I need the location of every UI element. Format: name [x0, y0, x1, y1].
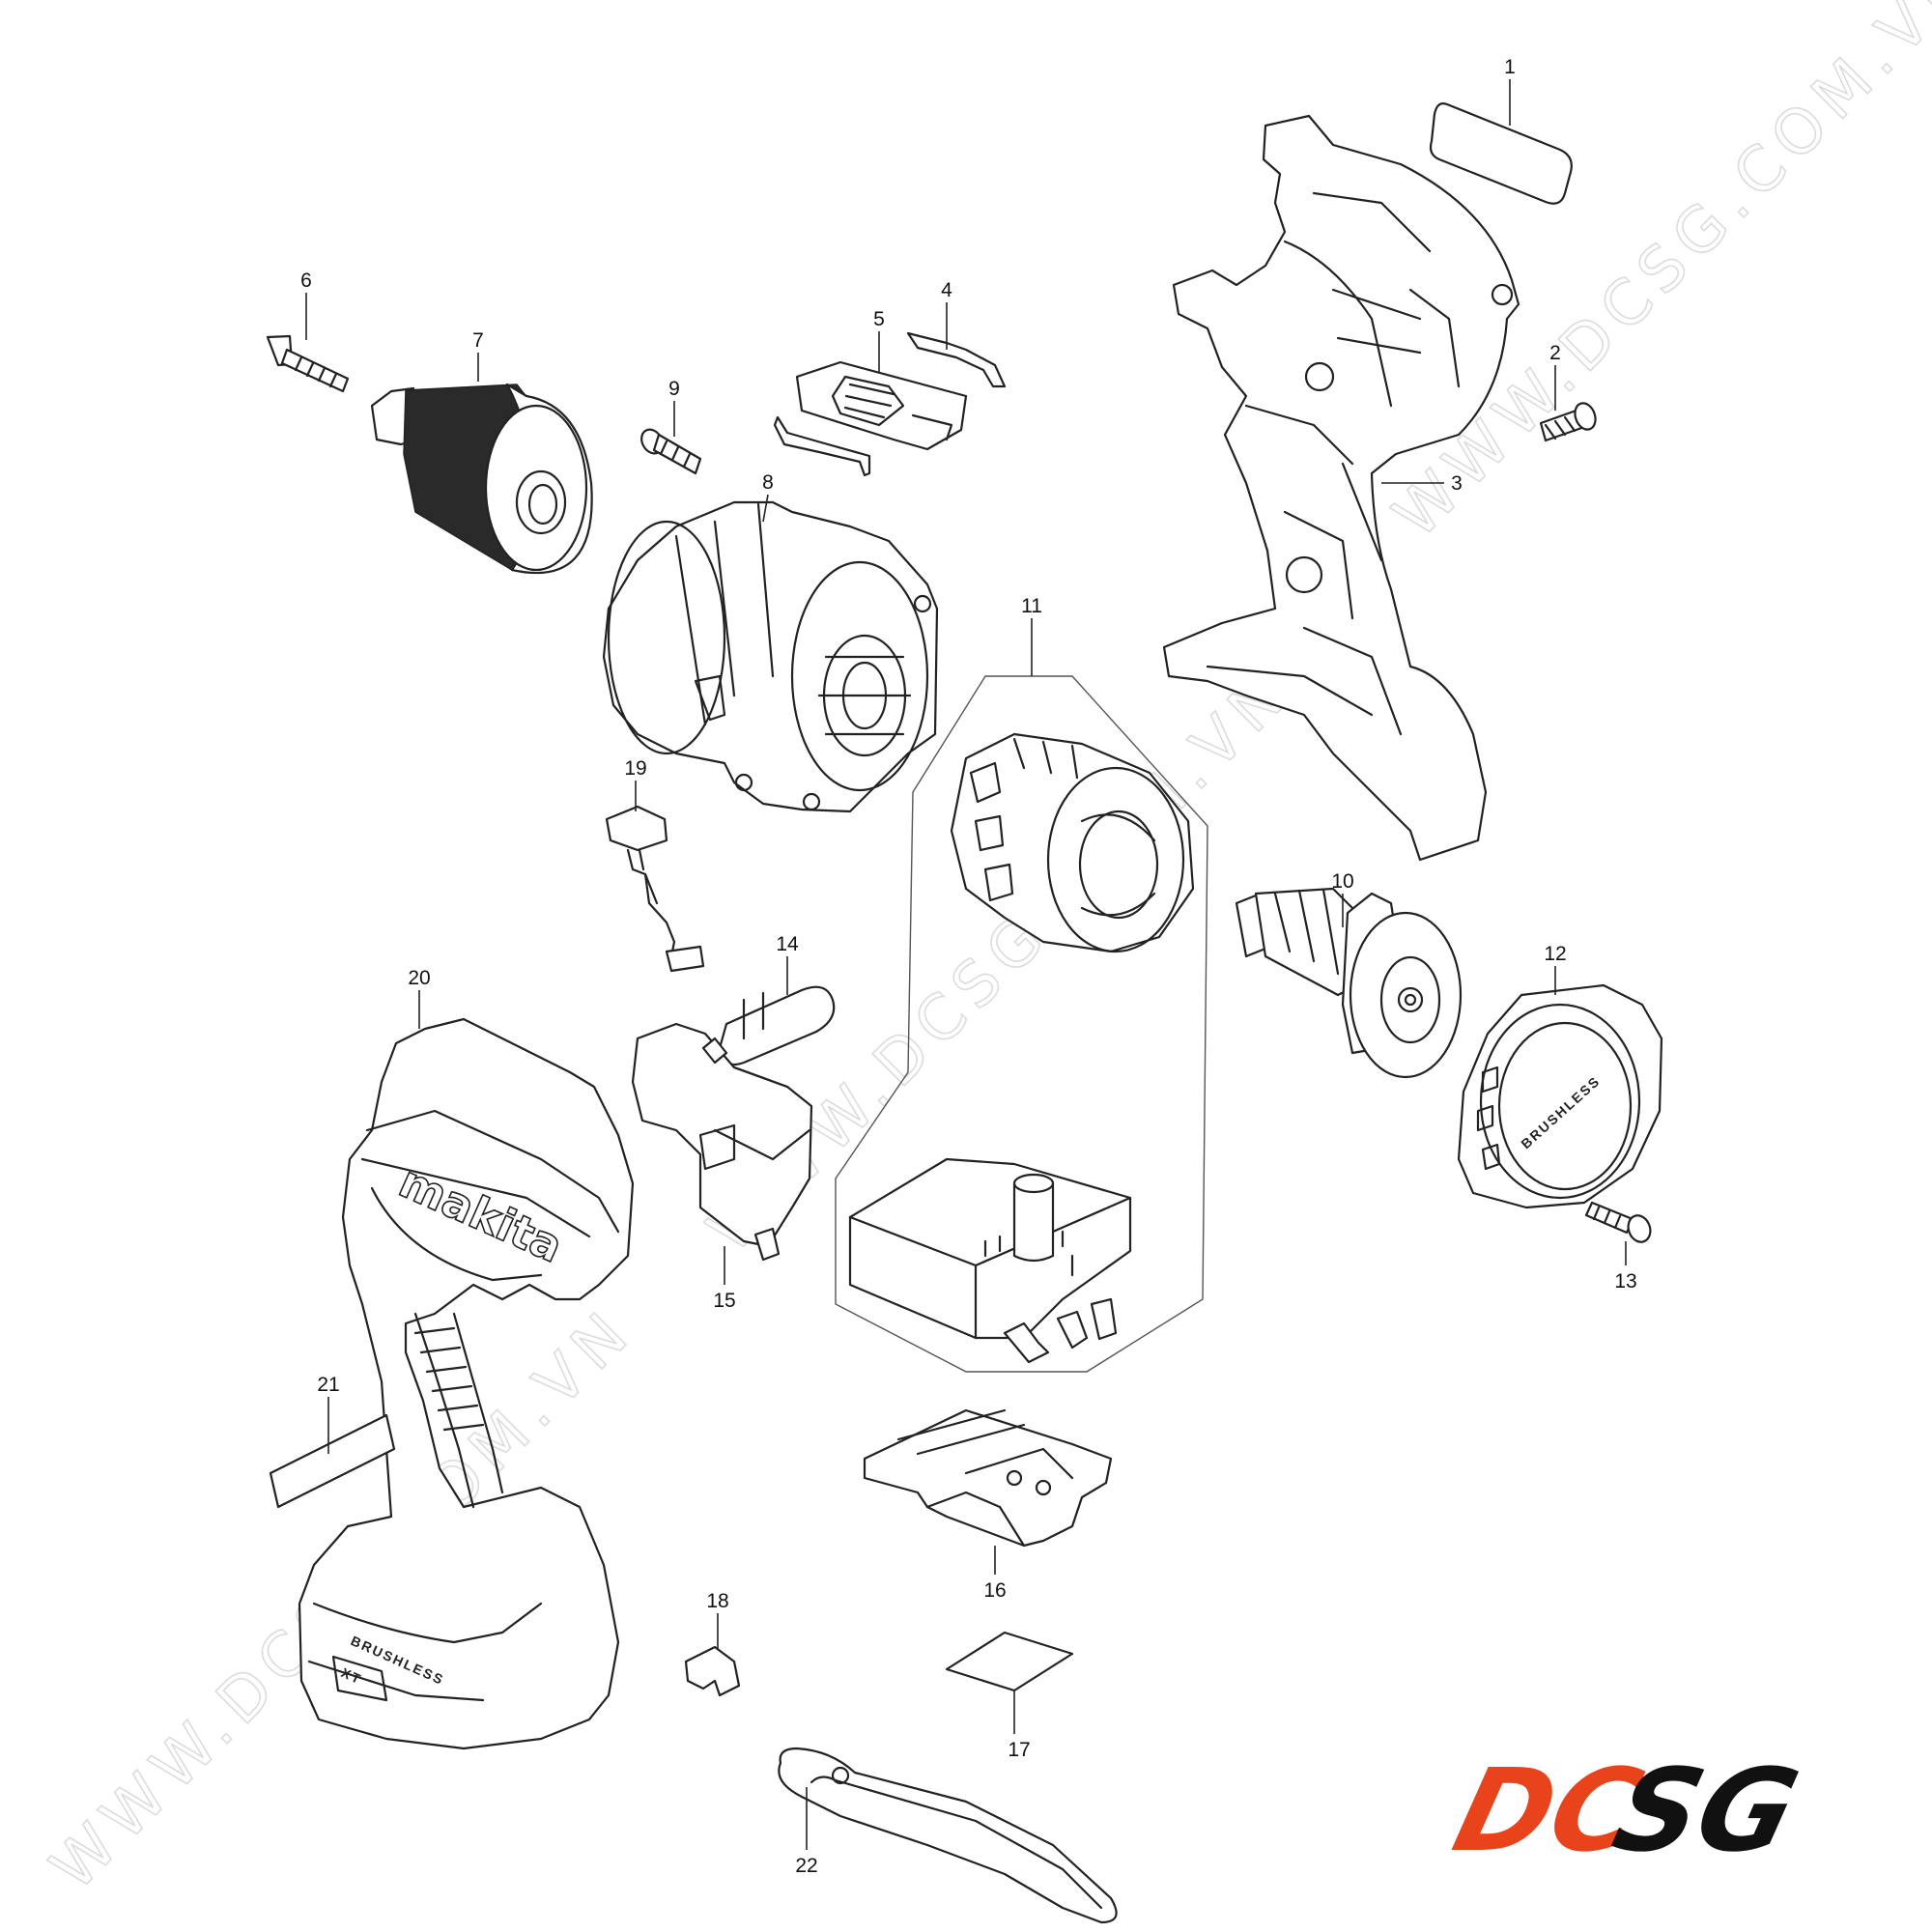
part-11-controller [848, 1157, 1132, 1364]
callout-11: 11 [1021, 595, 1042, 617]
callout-21: 21 [317, 1374, 339, 1396]
logo-dc: DC [1442, 1746, 1654, 1878]
callout-19: 19 [624, 757, 646, 780]
callout-9: 9 [668, 378, 680, 400]
callout-4: 4 [941, 279, 952, 301]
callout-22: 22 [795, 1855, 817, 1877]
callout-8: 8 [762, 471, 774, 494]
part-2-screw [1539, 402, 1597, 442]
leader-lines [305, 79, 1627, 1850]
part-5-speed-change-lever [795, 360, 968, 451]
callout-7: 7 [472, 329, 484, 352]
callout-5: 5 [873, 308, 885, 330]
callout-10: 10 [1331, 870, 1353, 893]
part-22-strap [778, 1747, 1118, 1924]
part-10-rotor [1235, 887, 1463, 1079]
dcsg-logo: DC SG [1442, 1746, 1810, 1878]
part-20-housing-left: BRUSHLESS XT makita [298, 1017, 635, 1750]
part-7-keyless-chuck [370, 383, 593, 575]
part-12-rear-cover: BRUSHLESS [1457, 983, 1663, 1209]
part-1-label-plate [1429, 102, 1573, 205]
part-17-label [945, 1631, 1074, 1692]
part-13-screw [1584, 1201, 1652, 1243]
callout-20: 20 [408, 967, 430, 989]
part-19-led-circuit [605, 805, 705, 973]
part-4-spring-lower [773, 415, 871, 477]
callout-14: 14 [776, 933, 799, 955]
part-6-bolt [266, 334, 350, 393]
callout-17: 17 [1008, 1739, 1030, 1761]
callout-15: 15 [713, 1290, 735, 1312]
callout-13: 13 [1614, 1270, 1636, 1293]
callout-1: 1 [1504, 56, 1516, 78]
part-18-clip [684, 1645, 741, 1697]
callout-2: 2 [1549, 342, 1561, 364]
part-15-trigger-switch [631, 1022, 813, 1262]
part-4-spring [906, 331, 1007, 388]
part-11-stator [950, 732, 1195, 953]
callout-numbers: 1 2 3 4 5 6 7 8 9 10 11 12 13 14 15 16 1… [300, 56, 1637, 1877]
part-21-label [269, 1413, 396, 1509]
part-16-terminal [863, 1408, 1113, 1548]
callout-6: 6 [300, 270, 312, 292]
callout-12: 12 [1544, 943, 1566, 965]
callout-18: 18 [706, 1590, 728, 1612]
part-3-housing-right [1162, 114, 1520, 862]
part-11-group-frame [835, 675, 1208, 1373]
callout-16: 16 [983, 1579, 1006, 1602]
part-14-capacitor [718, 985, 836, 1066]
part-9-screw [640, 428, 702, 475]
callout-3: 3 [1451, 472, 1463, 495]
part-8-gear-assembly [602, 500, 939, 813]
logo-sg: SG [1602, 1746, 1810, 1878]
